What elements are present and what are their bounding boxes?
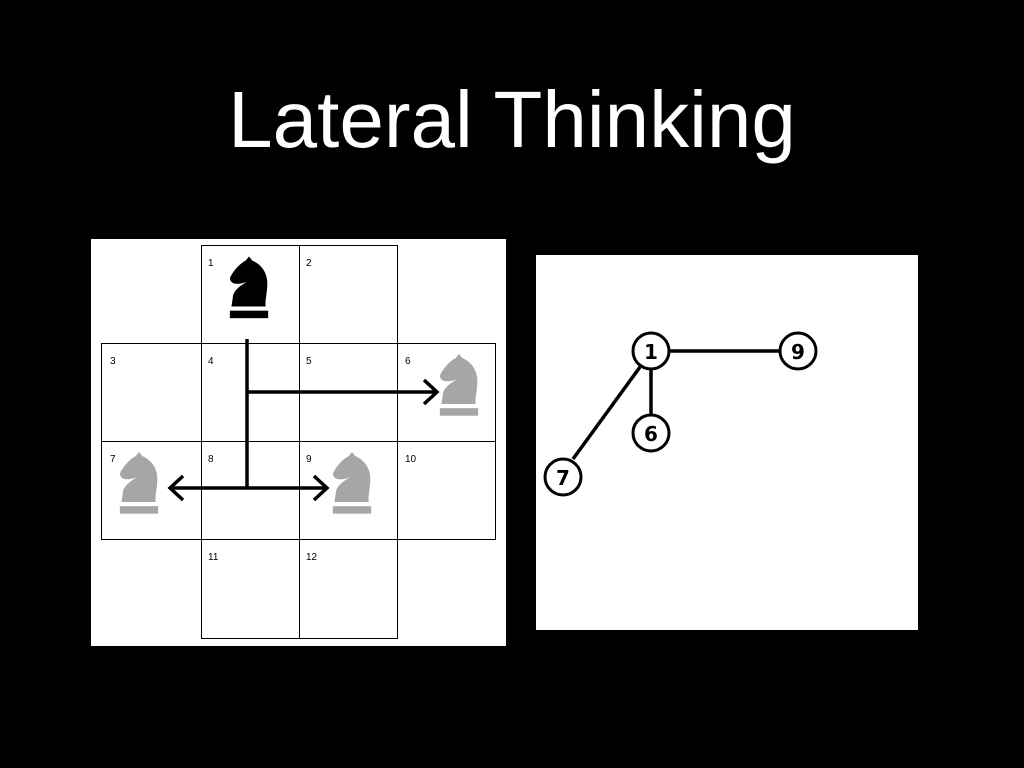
graph-nodes: 1 9 6 7 [543, 331, 818, 497]
graph-node-7: 7 [543, 457, 583, 497]
graph-node-label: 1 [644, 340, 658, 364]
graph-node-circle [631, 331, 671, 371]
arrow-to-cell-9-head [312, 474, 330, 502]
board-cell-10 [397, 441, 496, 540]
graph-node-label: 7 [556, 466, 570, 490]
graph-svg: 1 9 6 7 [543, 331, 818, 497]
cell-label-4: 4 [208, 356, 214, 367]
cell-label-2: 2 [306, 258, 312, 269]
board-cell-labels: 1 2 3 4 5 6 7 8 9 10 11 12 [110, 258, 417, 563]
graph-node-1: 1 [631, 331, 671, 371]
cell-label-6: 6 [405, 356, 411, 367]
graph-node-circle [631, 413, 671, 453]
board-cell-12 [299, 539, 398, 639]
cell-label-10: 10 [405, 454, 417, 465]
graph-edge-1-7 [571, 365, 642, 461]
cell-label-7: 7 [110, 454, 116, 465]
knight-move-board: 1 2 3 4 5 6 7 8 9 10 11 12 [91, 239, 506, 646]
cell-label-8: 8 [208, 454, 214, 465]
cell-label-3: 3 [110, 356, 116, 367]
cell-label-12: 12 [306, 552, 318, 563]
graph-edges [571, 349, 780, 461]
knight-move-arrows [167, 339, 440, 502]
board-cell-3 [101, 343, 202, 442]
graph-node-6: 6 [631, 413, 671, 453]
board-cell-11 [201, 539, 300, 639]
cell-label-5: 5 [306, 356, 312, 367]
cell-label-11: 11 [208, 552, 219, 563]
graph-node-label: 6 [644, 422, 658, 446]
arrow-to-cell-7-head [167, 474, 185, 502]
board-cell-8 [201, 441, 300, 540]
graph-node-circle [543, 457, 583, 497]
graph-node-circle [778, 331, 818, 371]
move-graph: 1 9 6 7 [536, 255, 918, 630]
board-svg: 1 2 3 4 5 6 7 8 9 10 11 12 [101, 245, 496, 639]
board-cells [101, 245, 496, 639]
cell-label-9: 9 [306, 454, 312, 465]
arrow-to-cell-6-head [422, 378, 440, 406]
board-cell-2 [299, 245, 398, 344]
cell-label-1: 1 [208, 258, 214, 269]
slide-title: Lateral Thinking [228, 75, 796, 164]
graph-node-label: 9 [791, 340, 805, 364]
graph-node-9: 9 [778, 331, 818, 371]
